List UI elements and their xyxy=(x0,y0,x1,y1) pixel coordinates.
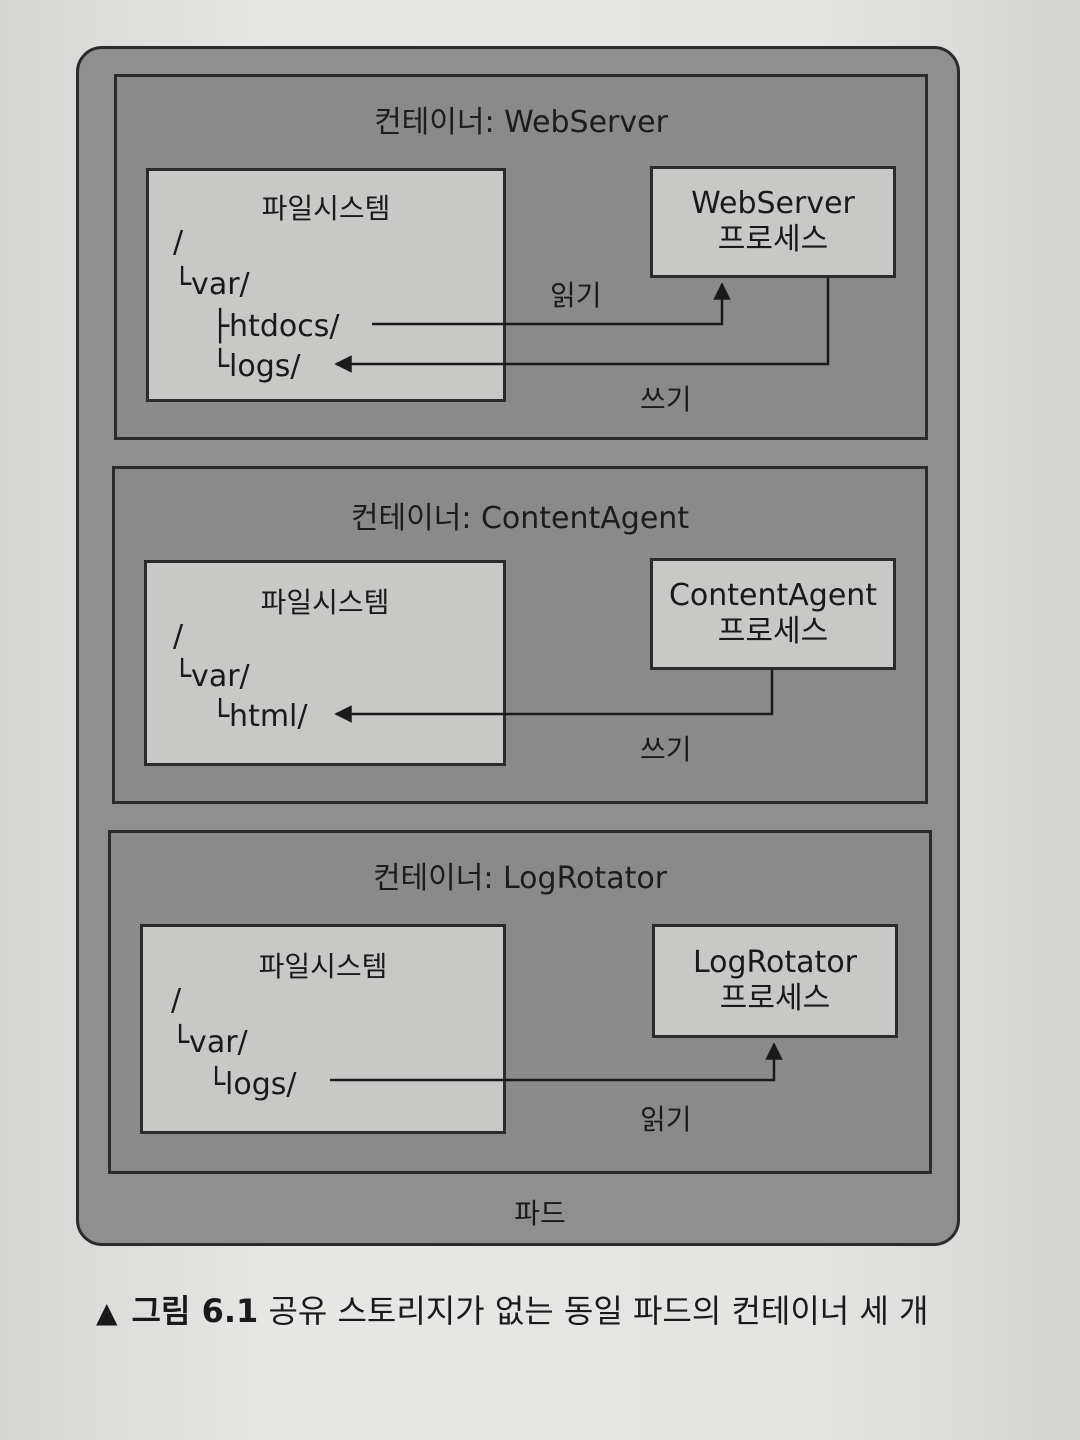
path-logs: └logs/ xyxy=(211,349,301,384)
process-label: 프로세스 xyxy=(717,614,829,649)
path-var: └var/ xyxy=(173,659,250,694)
process-name: ContentAgent xyxy=(668,578,878,613)
read-arrow-logs xyxy=(330,1042,783,1082)
process-label: 프로세스 xyxy=(717,222,829,257)
write-arrow-html xyxy=(334,670,774,723)
pod-label: 파드 xyxy=(514,1197,566,1230)
path-htdocs: ├htdocs/ xyxy=(211,309,340,344)
write-label: 쓰기 xyxy=(640,383,692,416)
path-root: / xyxy=(173,619,184,654)
path-var: └var/ xyxy=(173,267,250,302)
process-name: LogRotator xyxy=(692,945,858,980)
container-title: 컨테이너: LogRotator xyxy=(372,861,668,896)
path-root: / xyxy=(171,983,182,1018)
process-box-webserver: WebServer 프로세스 xyxy=(650,166,896,278)
path-var: └var/ xyxy=(171,1025,248,1060)
write-arrow-logs xyxy=(334,278,830,373)
figure-number: 그림 6.1 xyxy=(131,1292,259,1330)
path-root: / xyxy=(173,225,184,260)
process-label: 프로세스 xyxy=(719,981,831,1016)
read-arrow-htdocs xyxy=(372,282,731,326)
path-logs: └logs/ xyxy=(207,1067,297,1102)
figure-caption: ▲ 그림 6.1 공유 스토리지가 없는 동일 파드의 컨테이너 세 개 xyxy=(96,1286,928,1332)
container-title: 컨테이너: ContentAgent xyxy=(350,501,690,536)
read-label: 읽기 xyxy=(640,1103,692,1136)
filesystem-box-logrotator: 파일시스템 / └var/ └logs/ xyxy=(140,924,506,1134)
caption-text: 공유 스토리지가 없는 동일 파드의 컨테이너 세 개 xyxy=(268,1292,929,1330)
filesystem-box-contentagent: 파일시스템 / └var/ └html/ xyxy=(144,560,506,766)
process-box-logrotator: LogRotator 프로세스 xyxy=(652,924,898,1038)
process-box-contentagent: ContentAgent 프로세스 xyxy=(650,558,896,670)
filesystem-title: 파일시스템 xyxy=(261,192,391,225)
read-label: 읽기 xyxy=(550,279,602,312)
process-name: WebServer xyxy=(691,186,855,221)
filesystem-title: 파일시스템 xyxy=(258,950,388,983)
filesystem-title: 파일시스템 xyxy=(260,586,390,619)
write-label: 쓰기 xyxy=(640,733,692,766)
triangle-icon: ▲ xyxy=(96,1296,118,1329)
container-title: 컨테이너: WebServer xyxy=(374,105,668,140)
path-html: └html/ xyxy=(211,699,308,734)
